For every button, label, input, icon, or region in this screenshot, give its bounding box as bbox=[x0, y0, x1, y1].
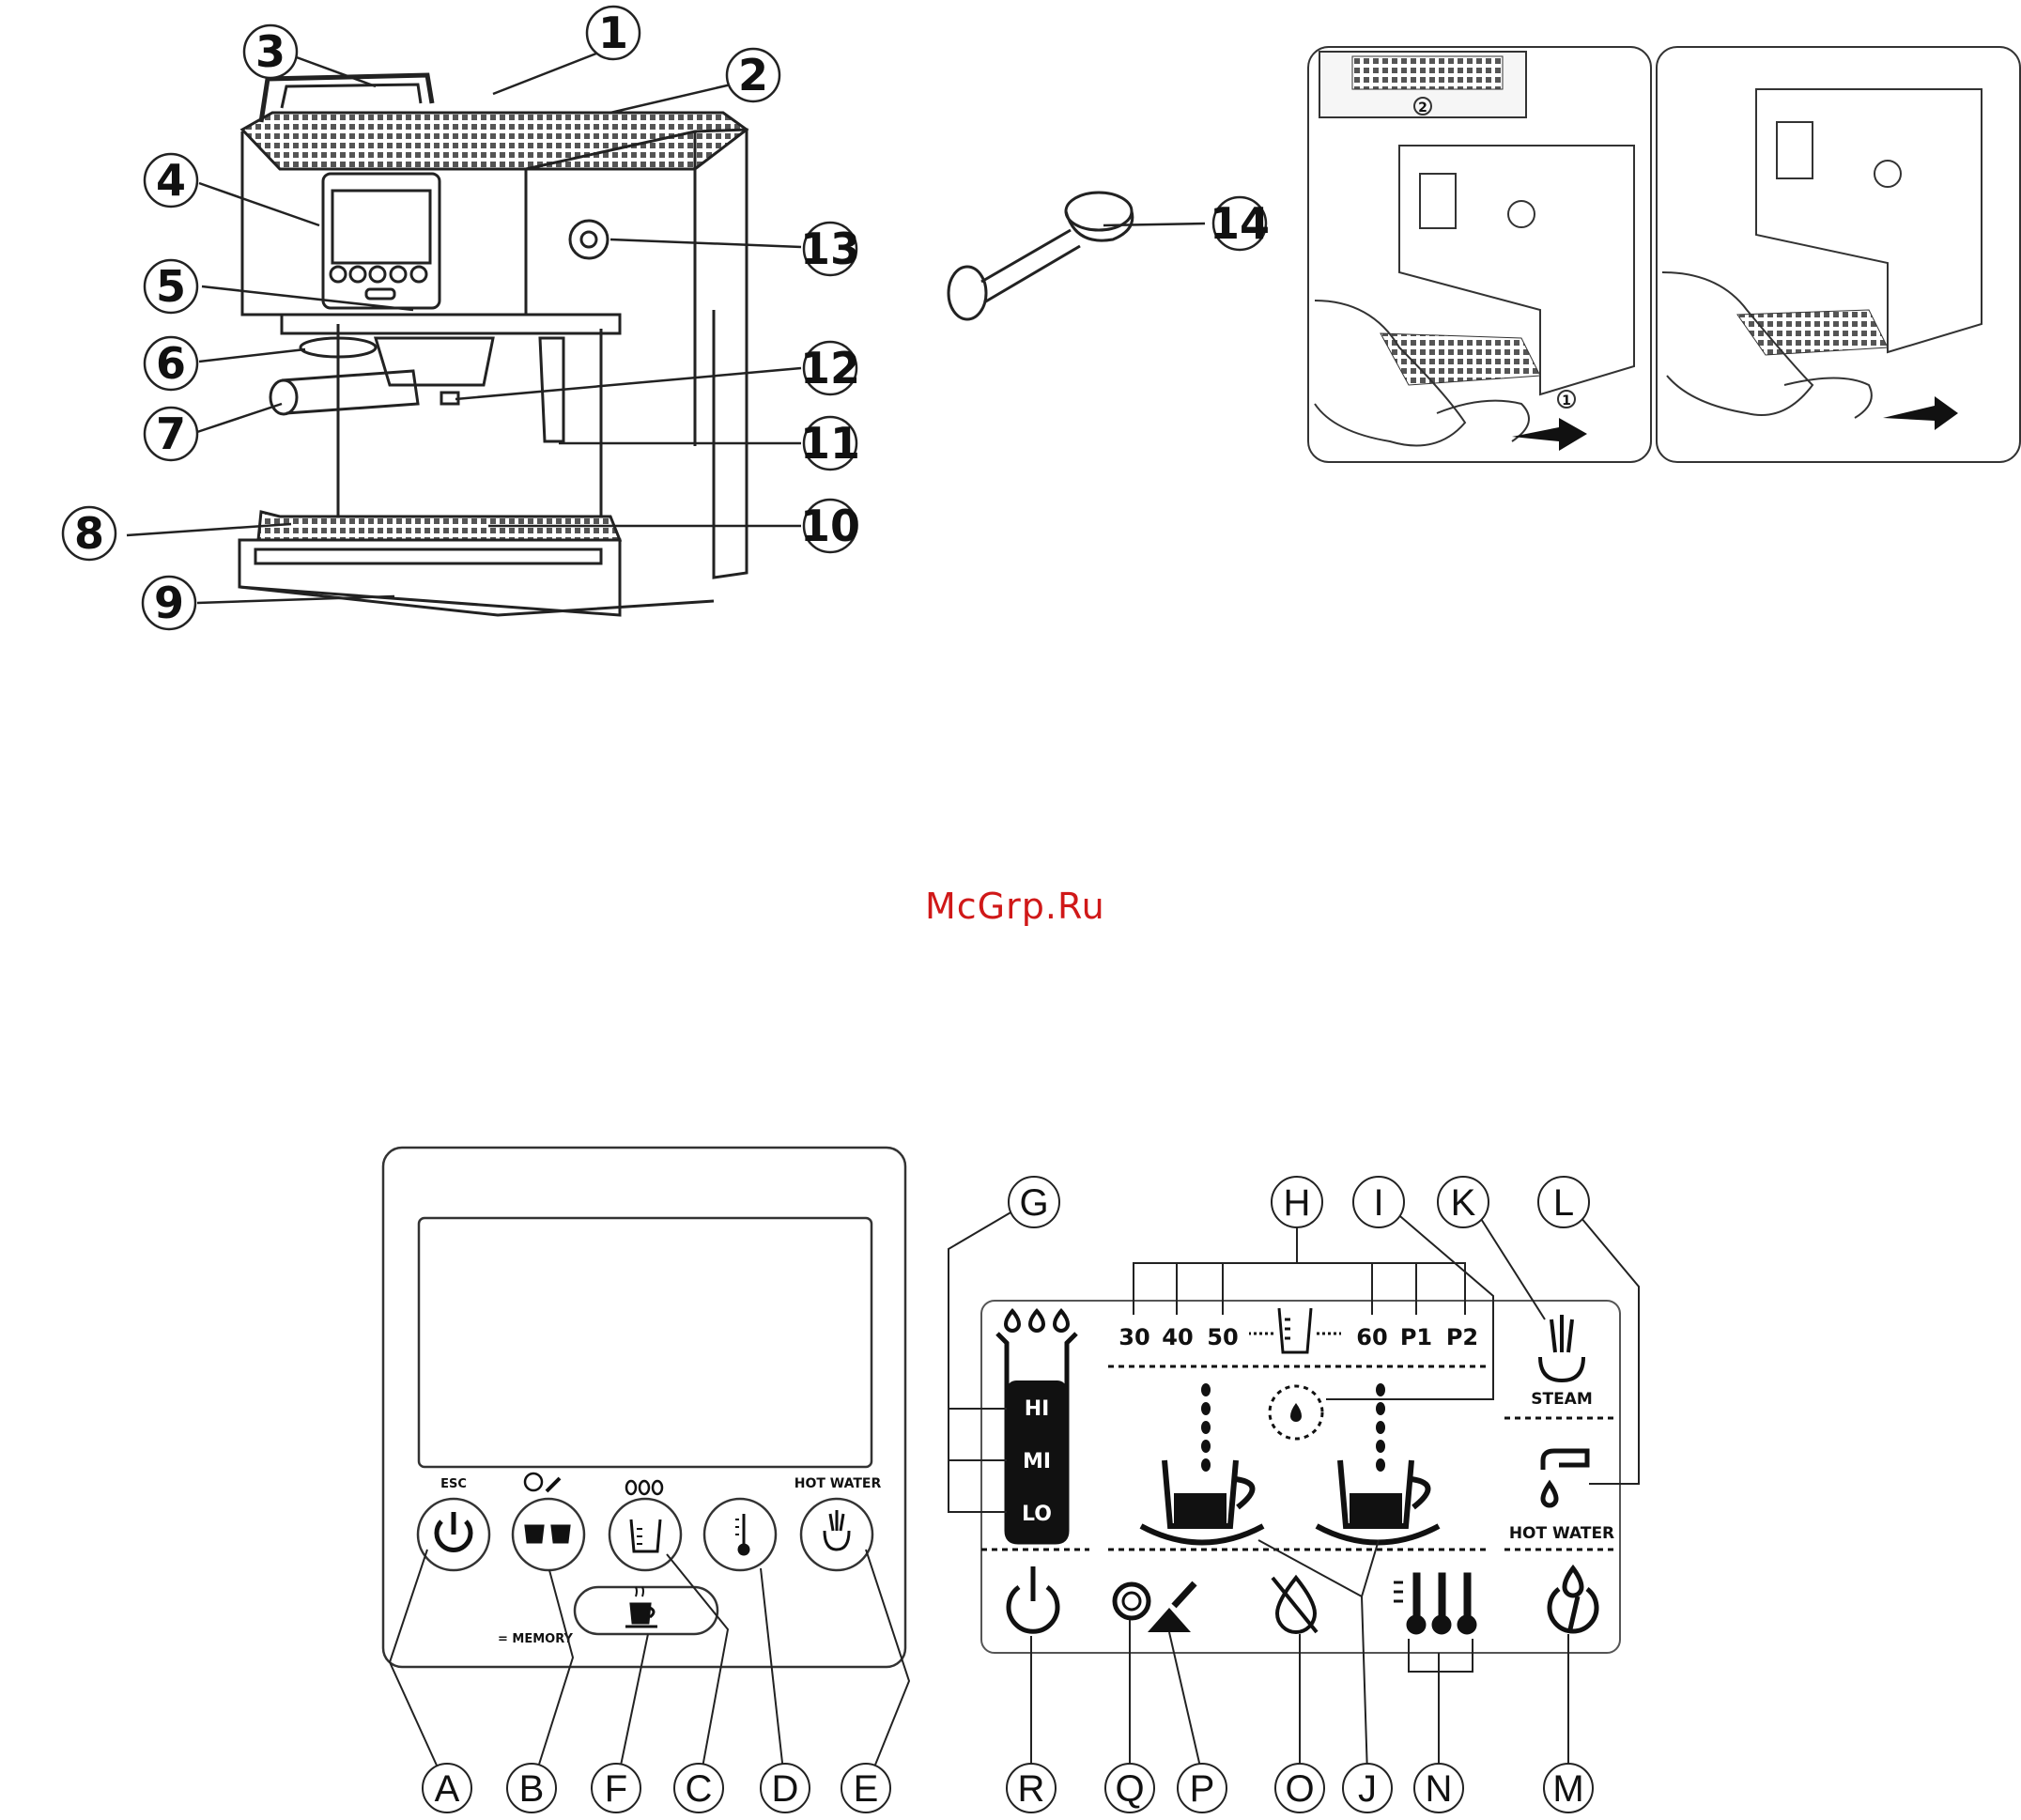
cup-volume-icon bbox=[631, 1519, 660, 1551]
hot-water-label: HOT WATER bbox=[795, 1476, 882, 1491]
callout-m: M bbox=[1552, 1768, 1583, 1810]
filter-cleaning-icon bbox=[1115, 1583, 1195, 1632]
volume-30: 30 bbox=[1118, 1324, 1149, 1350]
callout-a: A bbox=[435, 1768, 460, 1810]
callout-13: 13 bbox=[800, 224, 860, 274]
callout-2: 2 bbox=[738, 50, 768, 100]
callout-3: 3 bbox=[255, 26, 285, 77]
control-panel-icons bbox=[437, 1473, 849, 1627]
callout-5: 5 bbox=[156, 261, 186, 312]
callout-h: H bbox=[1284, 1182, 1311, 1224]
callout-j: J bbox=[1358, 1768, 1377, 1810]
callout-b: B bbox=[519, 1768, 545, 1810]
level-hi: HI bbox=[1025, 1397, 1050, 1421]
control-panel-drawing bbox=[383, 1148, 905, 1667]
callout-4: 4 bbox=[156, 155, 186, 206]
thermometer-icon bbox=[1394, 1573, 1476, 1634]
volume-50: 50 bbox=[1207, 1324, 1238, 1350]
callout-8: 8 bbox=[74, 508, 104, 559]
volume-p2: P2 bbox=[1446, 1324, 1478, 1350]
callout-1: 1 bbox=[598, 8, 628, 58]
callout-12: 12 bbox=[800, 343, 860, 393]
no-water-icon bbox=[1273, 1578, 1317, 1632]
memory-label: = MEMORY bbox=[498, 1632, 574, 1646]
callout-q: Q bbox=[1115, 1768, 1144, 1810]
callout-n: N bbox=[1426, 1768, 1453, 1810]
callout-10: 10 bbox=[800, 501, 860, 551]
callout-e: E bbox=[854, 1768, 879, 1810]
callout-k: K bbox=[1451, 1182, 1476, 1224]
callout-6: 6 bbox=[156, 338, 186, 389]
step-mark-2: 2 bbox=[1418, 100, 1427, 116]
drip-tray-removal-illustration bbox=[1308, 47, 2020, 462]
callout-i: I bbox=[1373, 1182, 1383, 1224]
cup-volume-icon bbox=[1249, 1308, 1341, 1352]
drops-icon bbox=[626, 1481, 662, 1494]
callout-r: R bbox=[1018, 1768, 1045, 1810]
measuring-scoop-drawing bbox=[949, 193, 1133, 319]
steam-icon bbox=[1540, 1315, 1583, 1380]
volume-60: 60 bbox=[1356, 1324, 1387, 1350]
callout-d: D bbox=[772, 1768, 799, 1810]
volume-p1: P1 bbox=[1400, 1324, 1432, 1350]
tap-icon bbox=[1543, 1451, 1587, 1505]
callout-11: 11 bbox=[800, 418, 860, 469]
callout-g: G bbox=[1019, 1182, 1048, 1224]
volume-40: 40 bbox=[1162, 1324, 1193, 1350]
machine-callouts bbox=[63, 7, 1266, 629]
watermark: McGrp.Ru bbox=[925, 886, 1105, 927]
steam-label: STEAM bbox=[1531, 1390, 1593, 1409]
callout-7: 7 bbox=[156, 409, 186, 459]
steam-icon bbox=[825, 1510, 849, 1550]
filter-cleaning-icon bbox=[525, 1473, 560, 1491]
level-mi: MI bbox=[1023, 1450, 1051, 1473]
power-icon bbox=[1009, 1566, 1057, 1631]
double-cup-icon bbox=[526, 1526, 569, 1542]
callout-p: P bbox=[1190, 1768, 1215, 1810]
descaling-icon bbox=[1550, 1568, 1597, 1631]
thermometer-icon bbox=[735, 1514, 748, 1554]
step-mark-1: 1 bbox=[1562, 393, 1571, 409]
coffee-cup-icon bbox=[625, 1587, 657, 1627]
callout-9: 9 bbox=[154, 578, 184, 628]
callout-f: F bbox=[605, 1768, 627, 1810]
callout-c: C bbox=[686, 1768, 713, 1810]
espresso-machine-drawing bbox=[239, 75, 747, 615]
display-labels: HI MI LO 30 40 50 60 P1 P2 STEAM HOT WAT… bbox=[1022, 1324, 1614, 1543]
callout-l: L bbox=[1553, 1182, 1574, 1224]
panel-callouts bbox=[390, 1550, 909, 1812]
machine-callout-labels: 1 2 3 4 5 6 7 8 9 10 11 12 13 14 bbox=[74, 8, 1270, 628]
level-lo: LO bbox=[1022, 1503, 1052, 1526]
callout-14: 14 bbox=[1210, 198, 1270, 249]
display-drawing bbox=[981, 1301, 1620, 1653]
esc-label: ESC bbox=[440, 1477, 467, 1491]
callout-o: O bbox=[1285, 1768, 1314, 1810]
double-cup-button[interactable] bbox=[513, 1499, 584, 1570]
drops-icon bbox=[1006, 1311, 1068, 1331]
temperature-button[interactable] bbox=[704, 1499, 776, 1570]
steam-button[interactable] bbox=[801, 1499, 872, 1570]
display-hot-water-label: HOT WATER bbox=[1509, 1524, 1614, 1543]
